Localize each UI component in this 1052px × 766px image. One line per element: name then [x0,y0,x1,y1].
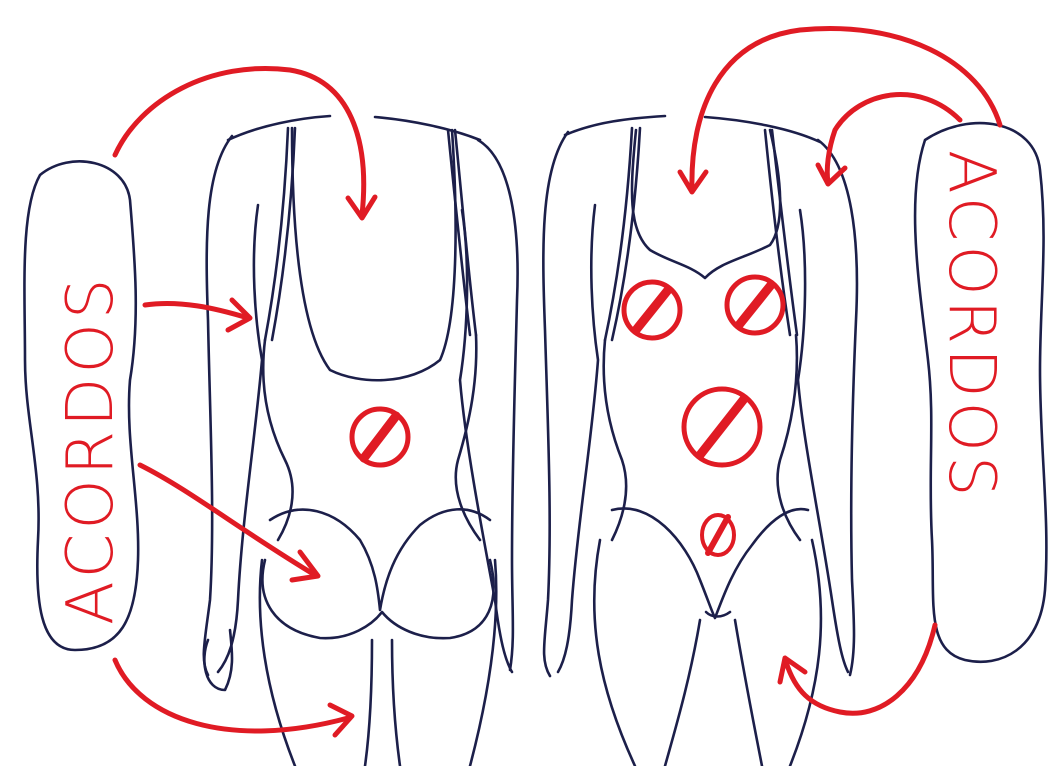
front-neckline [632,130,780,278]
back-right-leg [392,560,496,766]
back-left-leg [260,560,372,766]
back-left-hand [204,630,232,690]
left-acordos-label: ACORDOS [24,161,138,650]
back-left-strap [265,128,295,340]
left-label-text: ACORDOS [54,275,128,625]
arrow-icon [818,165,845,184]
front-right-arm-outer [818,140,857,675]
arrow-icon [786,625,935,713]
no-symbol-icon [624,282,680,338]
right-acordos-label: ACORDOS [915,123,1046,662]
back-torso-left [263,340,292,540]
no-symbol-icon [702,515,734,555]
front-right-leg [735,540,821,766]
arrows [115,28,1000,735]
front-leg-openings [612,508,808,618]
back-right-arm-outer [478,140,518,670]
no-symbol-icon [727,277,783,333]
front-left-arm-outer [543,132,568,676]
back-left-arm-outer [204,136,232,675]
back-left-arm-inner [218,205,262,672]
right-label-text: ACORDOS [934,150,1008,500]
arrow-icon [145,303,248,318]
prohibited-marks [352,277,783,555]
no-symbol-icon [352,409,408,465]
front-shoulder-line [565,116,820,142]
back-right-arm-inner [460,210,512,672]
no-symbol-icon [684,389,760,465]
front-right-arm-inner [798,210,848,672]
front-left-leg [594,540,700,766]
back-scoop [292,128,456,380]
front-left-arm-inner [558,205,598,672]
front-view-figure [543,116,857,766]
arrow-icon [115,68,364,215]
